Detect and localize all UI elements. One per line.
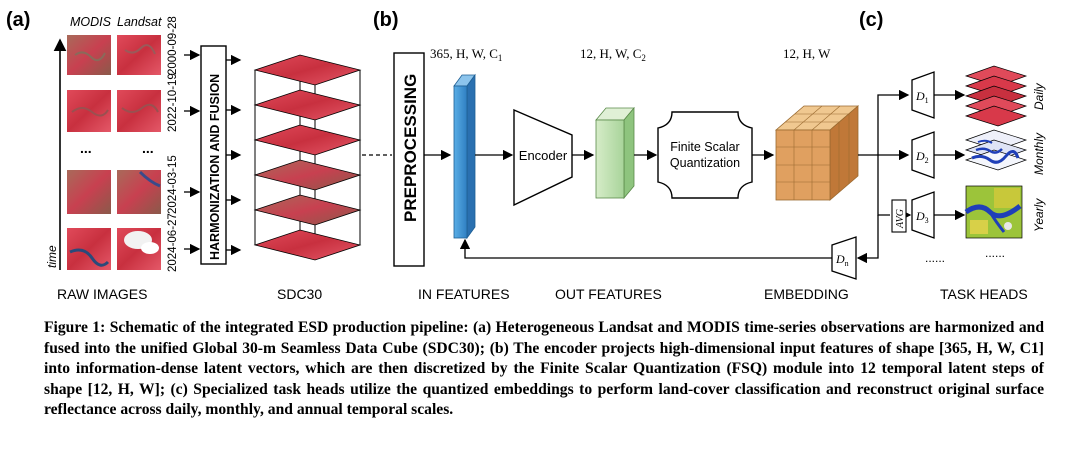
task-heads-caption: TASK HEADS [940,286,1028,302]
preprocessing-label: PREPROCESSING [401,74,420,222]
decoder-d3-label: D3 [915,209,929,225]
embedding-caption: EMBEDDING [764,286,849,302]
out-features-block [595,106,635,200]
raw-to-harmonization-arrows [184,49,201,255]
yearly-output-map [964,185,1023,239]
sdc-layer [253,194,362,226]
fsq-label-line1: Finite Scalar [670,140,739,154]
avg-label: AVG [895,209,906,229]
date-label-2: 2022-10-19 [167,73,179,132]
embedding-shape: 12, H, W [783,46,831,61]
decoder-d2 [911,131,935,179]
out-features-shape: 12, H, W, C2 [580,46,646,63]
raw-ellipsis-left: ... [80,140,92,156]
decoder-d2-label: D2 [915,149,929,165]
sdc-layer [253,124,362,156]
embedding-branch-lines [856,89,912,264]
decoder-output-arrows [934,89,966,221]
harmonization-label: HARMONIZATION AND FUSION [208,74,222,260]
decoder-d1 [911,71,935,119]
raw-ellipsis-right: ... [142,140,154,156]
decoder-d3 [911,191,935,239]
in-features-shape: 365, H, W, C1 [430,46,502,63]
encoder-shape [513,108,573,207]
embedding-cube [774,105,860,201]
landsat-image [117,35,161,75]
time-label: time [45,245,59,268]
landsat-header: Landsat [117,15,162,29]
pipeline-diagram: (a) MODIS Landsat time ... ... 2000-09-2… [6,9,1046,302]
date-label-3: 2024-03-15 [167,155,179,214]
daily-label: Daily [1032,82,1046,110]
decoder-dn [831,236,857,280]
in-features-caption: IN FEATURES [418,286,510,302]
monthly-label: Monthly [1032,132,1046,175]
sdc-layer [253,54,362,86]
harmonization-to-sdc-arrows [226,54,242,256]
fsq-label-line2: Quantization [670,156,740,170]
figure-caption: Figure 1: Schematic of the integrated ES… [44,319,1044,419]
panel-label-b: (b) [373,9,399,31]
yearly-label: Yearly [1032,198,1046,232]
panel-label-a: (a) [6,9,30,31]
avg-box [891,199,907,233]
sdc30-caption: SDC30 [277,286,322,302]
out-features-caption: OUT FEATURES [555,286,662,302]
decoder-d1-label: D1 [915,89,929,105]
date-label-1: 2000-09-28 [167,16,179,75]
sdc-layer [253,159,362,191]
landsat-image [117,170,161,214]
sdc-layer [253,229,362,261]
raw-images-caption: RAW IMAGES [57,286,148,302]
sdc-layer [253,89,362,121]
raw-image-row-1 [67,35,161,75]
raw-image-row-3 [67,170,161,214]
heads-ellipsis-right: ...... [985,246,1005,260]
raw-image-row-2 [67,90,161,132]
harmonization-box [200,45,227,265]
preprocessing-box [393,52,425,267]
heads-ellipsis-left: ...... [925,251,945,265]
panel-label-c: (c) [859,9,883,31]
fsq-shape [657,111,753,199]
monthly-output-stack [964,129,1028,171]
date-label-4: 2024-06-27 [167,213,179,272]
modis-image [67,170,111,214]
encoder-label: Encoder [519,148,568,163]
decoder-dn-label: Dn [835,252,849,268]
modis-header: MODIS [70,15,112,29]
feedback-arrow [459,238,832,259]
daily-output-stack [964,65,1028,127]
in-features-block [453,73,476,240]
sdc30-stack [253,54,362,261]
raw-image-row-4 [67,228,161,270]
